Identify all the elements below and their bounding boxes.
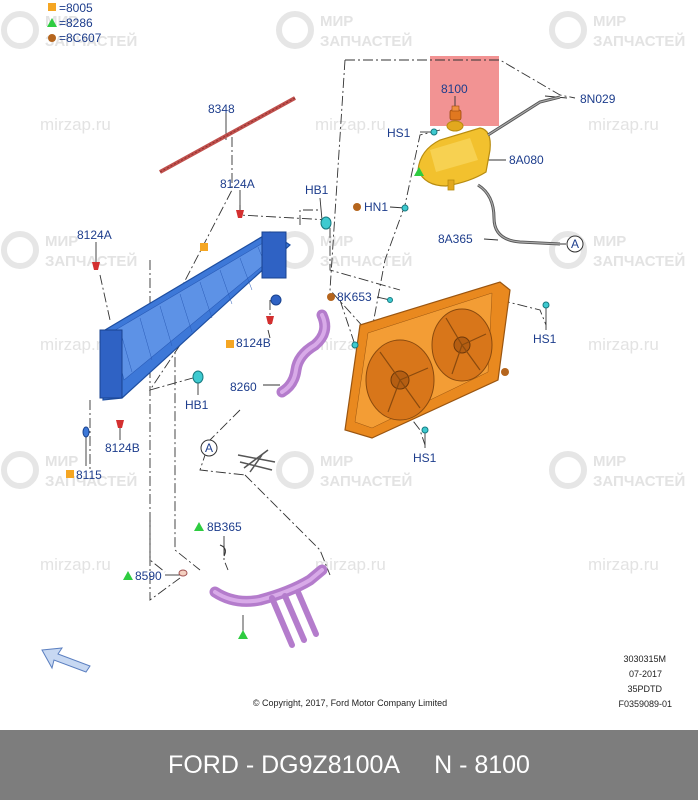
label-8B365: 8B365 [207, 520, 242, 534]
label-hn1: HN1 [364, 200, 388, 214]
label-8K653: 8K653 [337, 290, 372, 304]
footer-bar: FORD - DG9Z8100A N - 8100 [0, 730, 698, 800]
label-8N029: 8N029 [580, 92, 616, 106]
watermark-text: ЗАПЧАСТЕЙ [320, 32, 412, 50]
watermark-text: ЗАПЧАСТЕЙ [593, 252, 685, 270]
watermark-text: mirzap.ru [588, 115, 659, 134]
connector-a-circle [566, 235, 584, 253]
footer-part-number: FORD - DG9Z8100A [168, 750, 401, 779]
watermark-text: МИР [45, 233, 78, 250]
legend-item-8286: =8286 [59, 16, 93, 30]
radiator [99, 231, 291, 401]
fasteners [82, 128, 550, 577]
label-8124B-right: 8124B [236, 336, 271, 350]
watermark-text: mirzap.ru [588, 335, 659, 354]
label-8348: 8348 [208, 102, 235, 116]
watermark-text: ЗАПЧАСТЕЙ [593, 32, 685, 50]
doc-code-4: F0359089-01 [618, 699, 672, 709]
watermark-logo-icon [549, 231, 587, 269]
watermark-text: МИР [45, 453, 78, 470]
watermark-text: МИР [593, 13, 626, 30]
watermark-text: МИР [593, 453, 626, 470]
hose-8A365 [477, 183, 561, 246]
watermark-logo-icon [549, 451, 587, 489]
label-8A365: 8A365 [438, 232, 473, 246]
label-8124A-left: 8124A [77, 228, 112, 242]
highlight-box-8100 [430, 56, 499, 126]
doc-code-2: 07-2017 [629, 669, 662, 679]
watermark-text: ЗАПЧАСТЕЙ [593, 472, 685, 490]
watermark-text: mirzap.ru [40, 555, 111, 574]
lower-hose-8B365 [209, 564, 328, 648]
watermark-text: mirzap.ru [588, 555, 659, 574]
wire-clip-bundle [237, 449, 276, 473]
watermark-text: МИР [320, 453, 353, 470]
label-8100: 8100 [441, 82, 468, 96]
footer-part-code: N - 8100 [434, 750, 530, 779]
watermark: МИРЗАПЧАСТЕЙmirzap.ruМИРЗАПЧАСТЕЙmirzap.… [1, 11, 685, 574]
parts-diagram: МИРЗАПЧАСТЕЙmirzap.ruМИРЗАПЧАСТЕЙmirzap.… [1, 1, 685, 709]
label-markers [66, 167, 509, 639]
legend: =8005 =8286 =8C607 [47, 1, 102, 45]
reservoir-cap-8100 [449, 105, 462, 121]
label-hs1-right: HS1 [533, 332, 557, 346]
watermark-text: mirzap.ru [315, 115, 386, 134]
watermark-logo-icon [549, 11, 587, 49]
label-8115: 8115 [76, 468, 102, 482]
watermark-logo-icon [1, 231, 39, 269]
watermark-text: mirzap.ru [40, 335, 111, 354]
watermark-text: МИР [593, 233, 626, 250]
watermark-text: ЗАПЧАСТЕЙ [45, 32, 137, 50]
connector-a-circle-2 [200, 439, 218, 457]
watermark-logo-icon [276, 11, 314, 49]
copyright-text: © Copyright, 2017, Ford Motor Company Li… [253, 698, 447, 708]
label-8A080: 8A080 [509, 153, 544, 167]
label-hb1-top: HB1 [305, 183, 329, 197]
label-hs1-top: HS1 [387, 126, 411, 140]
watermark-text: mirzap.ru [40, 115, 111, 134]
legend-triangle-icon [47, 18, 57, 27]
watermark-logo-icon [1, 451, 39, 489]
label-connector-a-2: A [205, 441, 213, 455]
doc-code-1: 3030315M [623, 654, 666, 664]
watermark-logo-icon [1, 11, 39, 49]
label-hb1-bottom: HB1 [185, 398, 209, 412]
watermark-text: ЗАПЧАСТЕЙ [45, 252, 137, 270]
fan-shroud [344, 281, 511, 439]
legend-item-8C607: =8C607 [59, 31, 102, 45]
front-direction-arrow-icon [41, 647, 91, 673]
watermark-logo-icon [276, 451, 314, 489]
coolant-reservoir [417, 120, 491, 191]
doc-code-3: 35PDTD [627, 684, 662, 694]
watermark-text: ЗАПЧАСТЕЙ [320, 472, 412, 490]
watermark-text: МИР [320, 233, 353, 250]
label-8124A-top: 8124A [220, 177, 255, 191]
legend-circle-icon [48, 34, 56, 42]
watermark-text: МИР [320, 13, 353, 30]
label-connector-a: A [571, 237, 579, 251]
legend-square-icon [48, 3, 56, 11]
watermark-text: mirzap.ru [315, 555, 386, 574]
label-hs1-bottom: HS1 [413, 451, 437, 465]
legend-item-8005: =8005 [59, 1, 93, 15]
label-8260: 8260 [230, 380, 257, 394]
watermark-text: ЗАПЧАСТЕЙ [320, 252, 412, 270]
label-8590: 8590 [135, 569, 162, 583]
label-8124B-left: 8124B [105, 441, 140, 455]
